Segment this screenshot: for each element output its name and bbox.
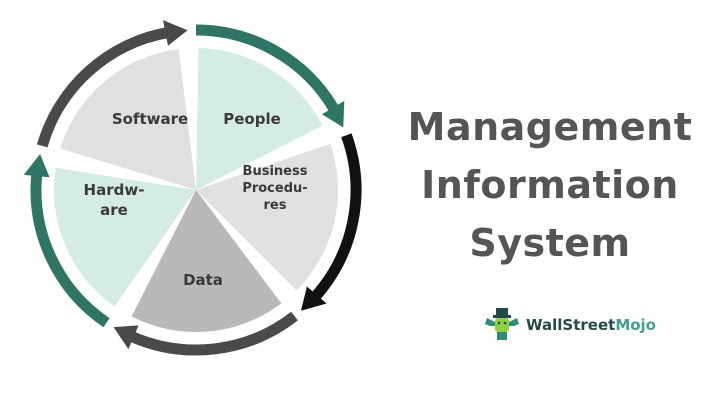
segment-data bbox=[131, 190, 282, 332]
title-line-2: Information bbox=[421, 163, 679, 207]
cycle-arrow-data bbox=[128, 311, 298, 356]
segment-people bbox=[196, 48, 323, 191]
logo-text-wallstreet: WallStreet bbox=[526, 316, 616, 334]
cycle-arrow-hardware bbox=[30, 172, 110, 328]
cycle-arrow-business-procedures bbox=[310, 133, 362, 301]
segment-label-software: Software bbox=[112, 110, 188, 128]
segment-label-people: People bbox=[223, 110, 281, 128]
segment-business-procedures bbox=[196, 143, 338, 291]
segment-label-hardware: Hardw-are bbox=[84, 181, 145, 219]
segment-hardware bbox=[53, 167, 196, 307]
title-line-1: Management bbox=[407, 105, 693, 149]
logo-text-mojo: Mojo bbox=[615, 316, 656, 334]
cycle-arrow-software bbox=[36, 27, 170, 148]
arrowhead-icon bbox=[162, 20, 188, 46]
title-line-3: System bbox=[469, 221, 631, 265]
segment-software bbox=[60, 49, 196, 191]
mascot-icon bbox=[485, 308, 519, 340]
arrowhead-icon bbox=[113, 325, 139, 350]
logo-wordmark: WallStreetMojo bbox=[526, 316, 656, 334]
arrowhead-icon bbox=[23, 154, 50, 178]
arrowhead-icon bbox=[322, 100, 345, 128]
cycle-arrow-people bbox=[195, 24, 340, 113]
diagram-title: Management Information System bbox=[395, 98, 705, 272]
wallstreetmojo-logo: WallStreetMojo bbox=[484, 308, 656, 342]
arrowhead-icon bbox=[300, 286, 327, 311]
segment-label-data: Data bbox=[183, 271, 223, 289]
